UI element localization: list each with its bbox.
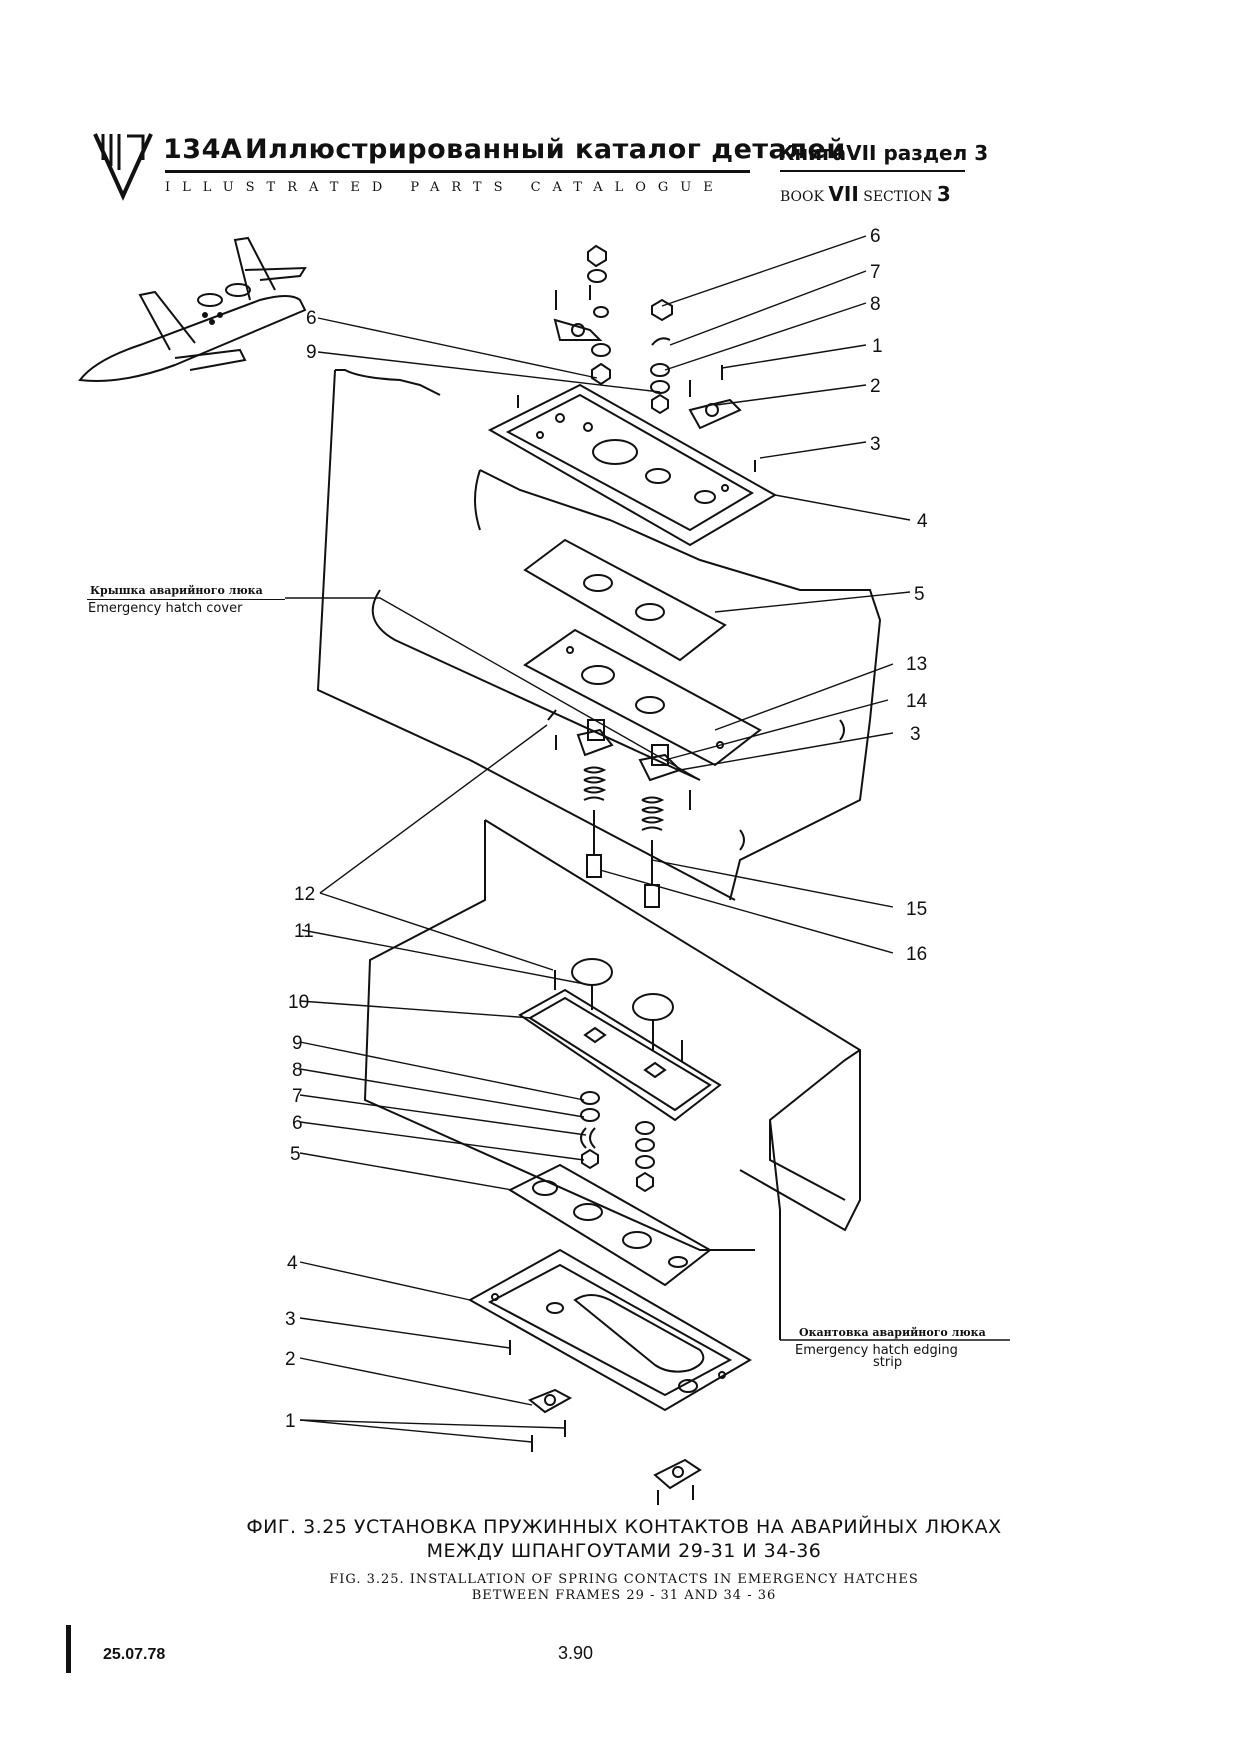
revision-bar [66,1625,71,1673]
callout-left: 11 [294,921,314,942]
book-en-section-num: 3 [936,182,951,206]
caption-ru-line2: МЕЖДУ ШПАНГОУТАМИ 29-31 И 34-36 [426,1540,822,1562]
manufacturer-logo [93,133,153,201]
caption-ru-line1: ФИГ. 3.25 УСТАНОВКА ПРУЖИННЫХ КОНТАКТОВ … [246,1516,1002,1538]
callout-top-right: 4 [917,511,928,532]
footer-page: 3.90 [558,1643,594,1663]
lower-plate-5 [507,1163,712,1287]
lower-small-parts [509,1340,702,1505]
book-en-num: VII [828,182,859,206]
callout-top-right: 8 [870,294,881,315]
label-edging-en-2: strip [873,1355,903,1370]
callout-top-right: 1 [872,336,883,357]
callout-top-right: 2 [870,376,881,397]
callout-left: 12 [294,884,315,905]
callout-left: 9 [292,1033,303,1054]
callout-left: 7 [292,1086,303,1107]
callout-left: 3 [285,1309,296,1330]
header-book-en: BOOK VII SECTION 3 [780,182,951,206]
caption-en-line1: FIG. 3.25. INSTALLATION OF SPRING CONTAC… [329,1572,919,1587]
book-en-prefix: BOOK [780,189,824,205]
cover-outline-top [335,369,441,396]
book-en-section: SECTION [863,189,933,205]
header-book-ru: КнигаVII раздел 3 [778,141,989,165]
header-title-en: ILLUSTRATED PARTS CATALOGUE [165,180,725,195]
callout-top-right: 3 [870,434,881,455]
header-rule [165,170,750,173]
label-hatch-cover-ru: Крышка аварийного люка [90,584,263,597]
callout-left: 6 [292,1113,303,1134]
callout-top-right: 16 [906,944,927,965]
lower-plate-10 [518,958,722,1122]
callout-top-right: 3 [910,724,921,745]
leader-lines [285,235,1010,1443]
callout-top-right: 15 [906,899,927,920]
callout-top-left: 9 [306,342,317,363]
callout-left: 8 [292,1060,303,1081]
callout-top-right: 6 [870,226,881,247]
top-hardware-stack [517,244,756,472]
lower-frame-outline [363,820,755,1251]
callout-left: 2 [285,1349,296,1370]
callout-left: 1 [285,1411,296,1432]
callout-left: 4 [287,1253,298,1274]
callout-left: 5 [290,1144,301,1165]
label-edging-en-1: Emergency hatch edging [795,1343,958,1358]
callout-top-right: 5 [914,584,925,605]
label-hatch-cover-en: Emergency hatch cover [88,601,243,616]
lower-hardware-stack [580,1091,655,1193]
spring-contacts-top [547,709,845,908]
header-rule-right [780,170,965,172]
aircraft-icon [78,236,307,382]
callout-top-right: 14 [906,691,928,712]
callout-top-right: 13 [906,654,927,675]
header-title-ru: Иллюстрированный каталог деталей [245,134,846,165]
header-model: 134A [163,134,243,165]
footer-date: 25.07.78 [103,1646,166,1663]
callout-left: 10 [288,992,309,1013]
caption-en-line2: BETWEEN FRAMES 29 - 31 AND 34 - 36 [471,1588,777,1603]
top-plate-5 [523,538,727,662]
callout-numbers: 6 7 8 1 2 3 4 5 13 14 3 15 16 6 9 12 11 … [285,226,928,1432]
label-hatch-cover-rule [87,599,285,600]
top-frame [487,383,778,547]
callout-top-right: 7 [870,262,881,283]
callout-top-left: 6 [306,308,317,329]
lower-frame-4 [467,1248,752,1412]
label-edging-ru: Окантовка аварийного люка [799,1326,986,1339]
plate-13 [523,628,762,767]
